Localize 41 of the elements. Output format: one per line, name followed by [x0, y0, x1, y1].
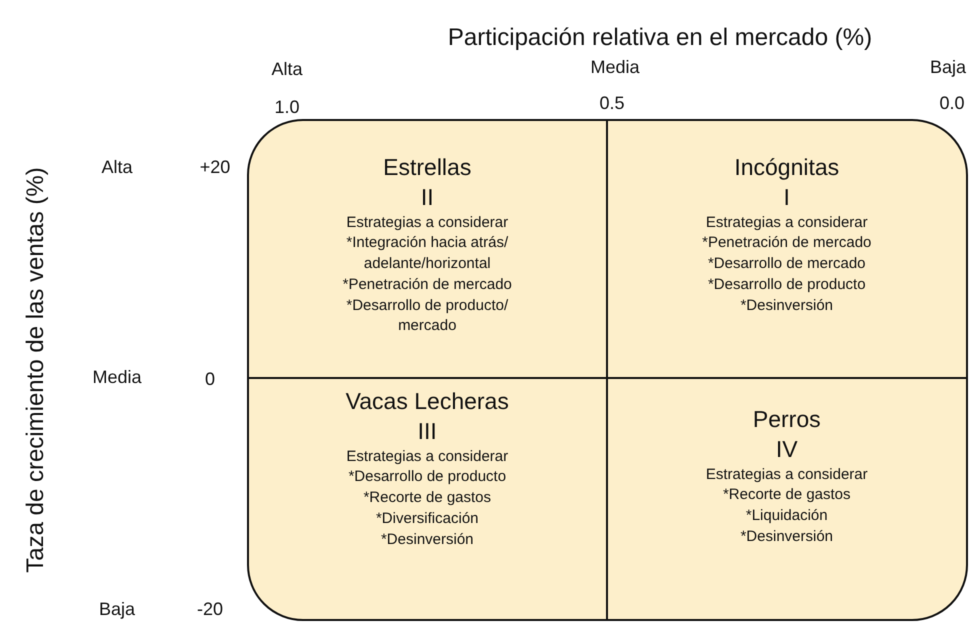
axis-label: Media: [92, 368, 142, 388]
axis-label: Alta: [101, 158, 133, 178]
axis-label: 0: [205, 370, 215, 390]
strategy-item: *Desarrollo de mercado: [708, 254, 866, 274]
axis-label: 0.5: [599, 94, 625, 114]
axis-label: 1.0: [274, 98, 300, 118]
quadrant-title: Vacas Lecheras: [346, 387, 509, 416]
axis-label: Baja: [930, 58, 966, 78]
strategy-item: *Integración hacia atrás/ adelante/horizontal: [345, 233, 510, 274]
axis-label: Alta: [271, 60, 303, 80]
strategy-item: *Desinversión: [740, 526, 834, 547]
strategy-heading: Estrategias a considerar: [346, 446, 508, 467]
strategy-item: *Recorte de gastos: [363, 488, 492, 508]
axis-title: Participación relativa en el mercado (%): [448, 24, 872, 52]
strategy-heading: Estrategias a considerar: [346, 212, 508, 233]
roman-numeral: IV: [776, 434, 798, 464]
roman-numeral: III: [418, 416, 437, 446]
quadrant-title: Estrellas: [383, 153, 472, 182]
axis-title: Taza de crecimiento de las ventas (%): [22, 167, 50, 573]
quadrant-title: Perros: [752, 405, 821, 434]
strategy-item: *Desarrollo de producto: [348, 467, 506, 488]
strategy-item: *Desinversión: [380, 530, 474, 550]
axis-label: 0.0: [939, 94, 965, 114]
axis-label: -20: [197, 600, 223, 620]
strategy-item: *Desinversión: [740, 296, 834, 316]
strategy-heading: Estrategias a considerar: [706, 212, 868, 233]
axis-label: Media: [590, 58, 640, 78]
axis-label: Baja: [98, 600, 136, 620]
strategy-heading: Estrategias a considerar: [706, 464, 868, 485]
roman-numeral: I: [784, 182, 790, 212]
strategy-item: *Desarrollo de producto: [708, 274, 866, 295]
strategy-item: *Liquidación: [746, 506, 828, 526]
strategy-item: *Diversificación: [376, 508, 479, 529]
strategy-item: *Recorte de gastos: [722, 485, 851, 506]
strategy-item: *Penetración de mercado: [342, 274, 512, 295]
strategy-item: *Penetración de mercado: [702, 233, 872, 254]
axis-label: +20: [200, 158, 230, 178]
quadrant-title: Incógnitas: [734, 153, 840, 182]
strategy-item: *Desarrollo de producto/ mercado: [345, 296, 510, 336]
roman-numeral: II: [420, 182, 434, 212]
quadrant-box: [249, 121, 608, 379]
